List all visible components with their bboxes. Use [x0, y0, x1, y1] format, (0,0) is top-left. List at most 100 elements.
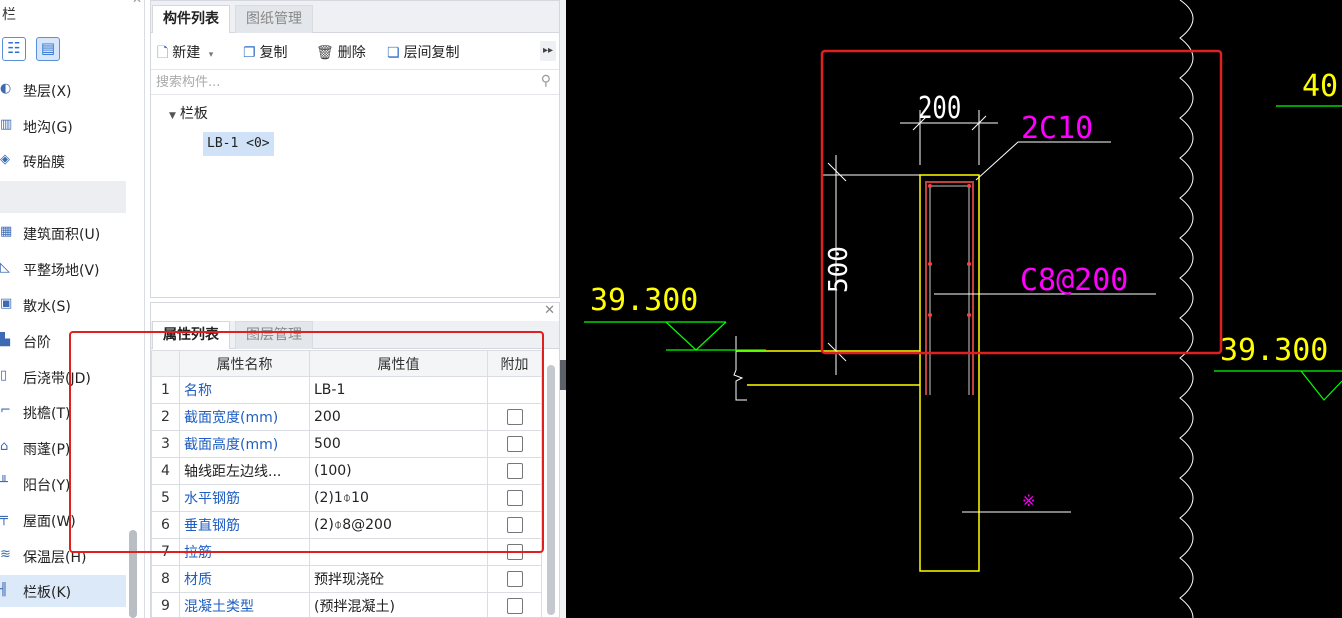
cad-viewport[interactable]: 200 500 2C10 C8@200 ※ 39.300 39.300 40.7 [566, 0, 1342, 618]
small-note-glyph: ※ [1022, 491, 1035, 510]
chevron-down-icon[interactable]: ▾ [208, 50, 214, 60]
property-name: 材质 [179, 565, 310, 593]
tab-layer-management[interactable]: 图层管理 [235, 321, 313, 349]
copy-button[interactable]: ❐复制 [243, 42, 288, 62]
new-button-label: 新建 [172, 45, 201, 61]
toolbar-overflow-icon[interactable]: ▸▸ [540, 41, 556, 61]
extra-checkbox[interactable] [506, 517, 523, 533]
tree-group-parapet[interactable]: ▼栏板 [169, 103, 208, 123]
extra-cell [487, 511, 542, 539]
property-value[interactable] [309, 538, 488, 566]
cad-drawing: 200 500 2C10 C8@200 ※ 39.300 39.300 40.7 [584, 0, 1342, 618]
break-line [1179, 0, 1194, 618]
extra-cell [487, 484, 542, 512]
nav-item-parapet[interactable]: ╢ 栏板(K) [0, 575, 126, 607]
extra-checkbox[interactable] [506, 544, 523, 560]
property-value[interactable]: (2)1⌽10 [309, 484, 488, 512]
extra-cell [487, 592, 542, 617]
detail-view-button[interactable]: ▤ [36, 37, 60, 61]
property-table-header: 属性名称 属性值 附加 [151, 350, 542, 377]
rebar-cage-inner [929, 185, 970, 395]
property-scrollbar[interactable] [547, 365, 555, 615]
tree-expand-icon[interactable]: ▼ [169, 111, 176, 121]
insulation-icon: ≋ [0, 547, 11, 562]
splitter-grip[interactable] [560, 360, 566, 390]
extra-cell [487, 457, 542, 485]
nav-item-trench[interactable]: ▥ 地沟(G) [0, 110, 126, 142]
nav-close-icon[interactable]: ✕ [132, 0, 142, 6]
property-panel-close-icon[interactable]: ✕ [544, 303, 555, 318]
new-button[interactable]: 🗋新建 ▾ [157, 42, 213, 66]
tree-item-lb-1[interactable]: LB-1 <0> [203, 132, 274, 156]
nav-item-cushion[interactable]: ◐ 垫层(X) [0, 74, 126, 106]
nav-item-insulation[interactable]: ≋ 保温层(H) [0, 540, 126, 572]
extra-checkbox[interactable] [506, 463, 523, 479]
cornice-icon: ⌐ [0, 403, 11, 418]
search-icon[interactable]: ⚲ [540, 73, 551, 89]
tab-component-list[interactable]: 构件列表 [152, 5, 230, 33]
floor-copy-button[interactable]: ❏层间复制 [387, 42, 460, 62]
property-value[interactable]: 预拌现浇砼 [309, 565, 488, 593]
extra-checkbox[interactable] [506, 571, 523, 587]
nav-item-label: 砖胎膜 [23, 155, 65, 171]
property-name: 混凝土类型 [179, 592, 310, 617]
search-input[interactable] [154, 72, 524, 92]
property-value[interactable]: (预拌混凝土) [309, 592, 488, 617]
row-index: 8 [151, 565, 180, 593]
dim-width-lines [900, 110, 998, 165]
level-left-triangle [665, 321, 727, 351]
tab-property-list[interactable]: 属性列表 [152, 321, 230, 349]
nav-scrollbar[interactable] [129, 530, 137, 618]
nav-item-apron[interactable]: ▣ 散水(S) [0, 289, 126, 321]
delete-button-label: 删除 [337, 45, 366, 61]
list-view-button[interactable]: ☷ [2, 37, 26, 61]
nav-item-balcony[interactable]: ╨ 阳台(Y) [0, 468, 126, 500]
row-index: 5 [151, 484, 180, 512]
nav-item-label: 台阶 [23, 335, 51, 351]
nav-item-site-leveling[interactable]: ◺ 平整场地(V) [0, 253, 126, 285]
extra-cell [487, 430, 542, 458]
nav-item-roof[interactable]: ╤ 屋面(W) [0, 504, 126, 536]
component-search: ⚲ [151, 69, 559, 95]
nav-item-label: 平整场地(V) [23, 263, 100, 279]
property-value[interactable]: 200 [309, 403, 488, 431]
nav-item-brick-mold[interactable]: ◈ 砖胎膜 [0, 145, 126, 177]
component-panel-tabs: 构件列表 图纸管理 [151, 1, 559, 33]
extra-cell [487, 403, 542, 431]
nav-item-label: 垫层(X) [23, 84, 72, 100]
nav-item-post-cast-strip[interactable]: ▯ 后浇带(JD) [0, 361, 126, 393]
rebar-cage [925, 181, 974, 395]
extra-checkbox[interactable] [506, 409, 523, 425]
property-name: 轴线距左边线... [179, 457, 310, 485]
property-value[interactable]: (2)⌽8@200 [309, 511, 488, 539]
extra-checkbox[interactable] [506, 436, 523, 452]
vertical-rebar-text: C8@200 [1020, 263, 1128, 298]
property-value[interactable]: 500 [309, 430, 488, 458]
extra-checkbox[interactable] [506, 598, 523, 614]
header-index [151, 350, 180, 377]
delete-button[interactable]: 🗑删除 [316, 42, 366, 62]
extra-checkbox[interactable] [506, 490, 523, 506]
nav-item-canopy[interactable]: ⌂ 雨蓬(P) [0, 432, 126, 464]
tab-drawing-management[interactable]: 图纸管理 [235, 5, 313, 33]
nav-item-cornice[interactable]: ⌐ 挑檐(T) [0, 396, 126, 428]
new-file-icon: 🗋 [157, 45, 169, 61]
nav-item-steps[interactable]: ▙ 台阶 [0, 325, 126, 357]
nav-item-building-area[interactable]: ▦ 建筑面积(U) [0, 217, 126, 249]
property-value[interactable]: LB-1 [309, 376, 488, 404]
copy-icon: ❐ [243, 45, 256, 61]
nav-item-label: 保温层(H) [23, 550, 87, 566]
panel-splitter[interactable] [560, 0, 566, 618]
tree-group-label: 栏板 [179, 106, 208, 122]
property-value[interactable]: (100) [309, 457, 488, 485]
